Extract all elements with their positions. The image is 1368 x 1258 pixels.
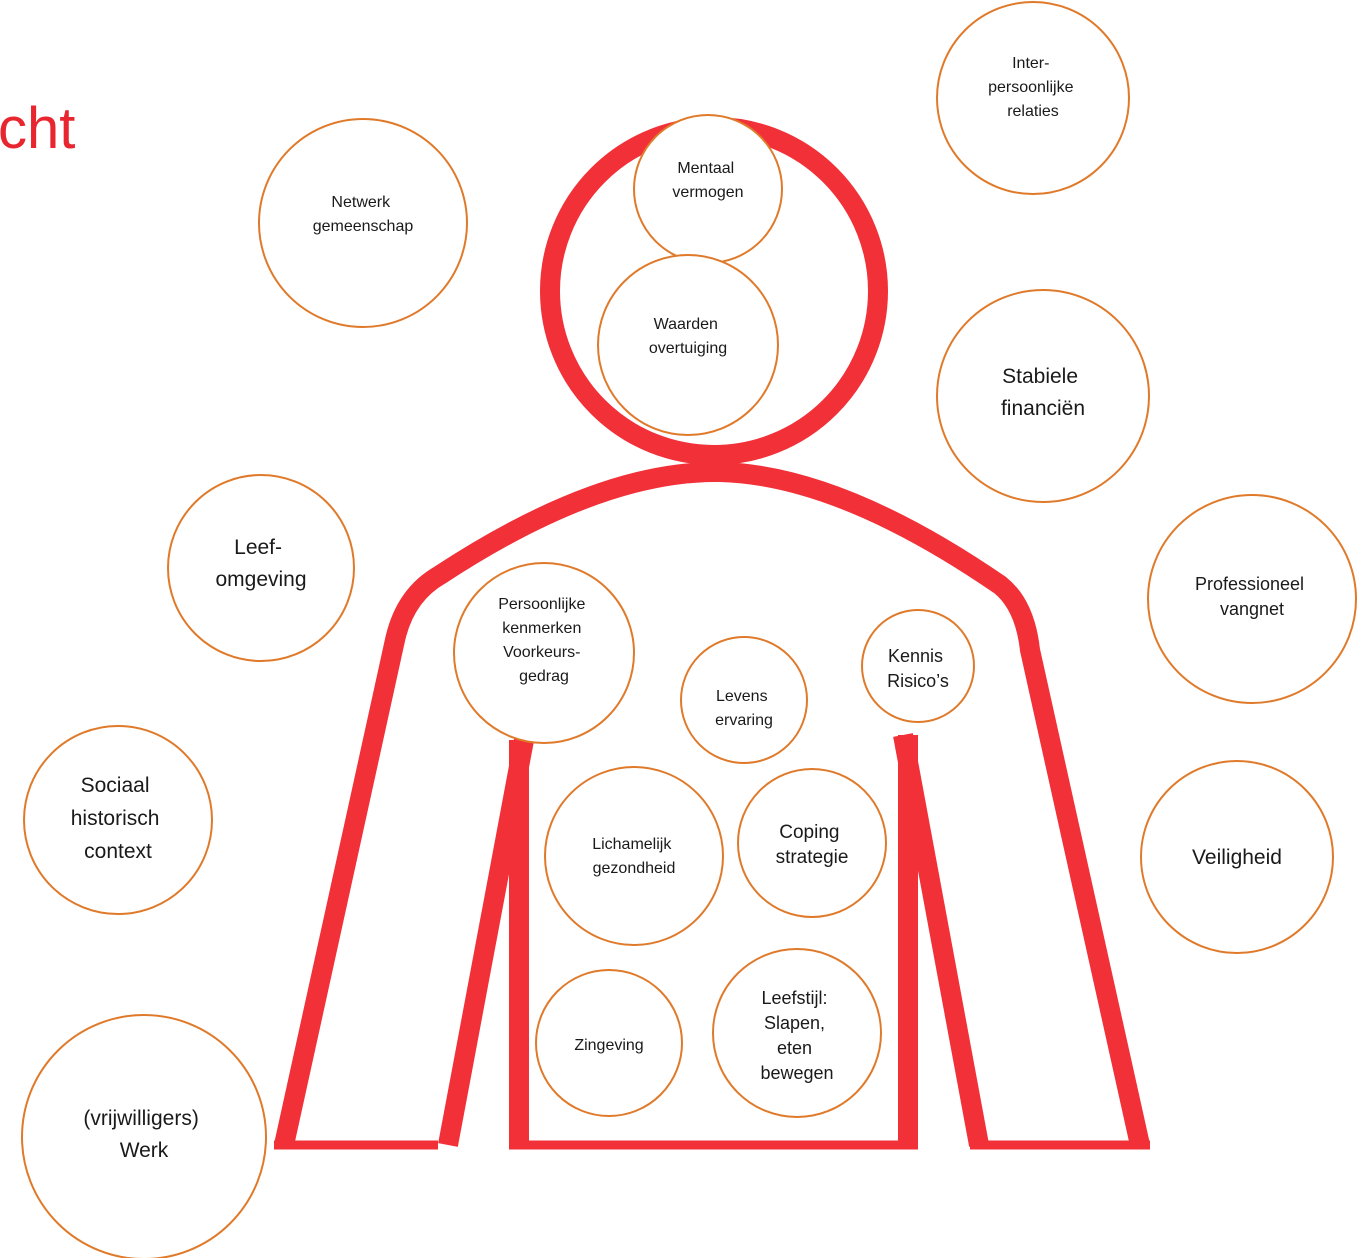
bubble-label: Lichamelijk gezondheid: [592, 836, 676, 877]
right-sleeve-inner: [893, 733, 989, 1147]
mental-capacity-bubble: Mentaal vermogen: [633, 114, 783, 264]
professional-safety-net-bubble: Professioneel vangnet: [1147, 494, 1357, 704]
bubble-label: Levens ervaring: [715, 688, 773, 729]
personal-traits-bubble: Persoonlijke kenmerken Voorkeurs- gedrag: [453, 562, 635, 744]
bubble-label: Professioneel vangnet: [1195, 574, 1309, 619]
bubble-label: (vrijwilligers) Werk: [83, 1107, 204, 1162]
safety-bubble: Veiligheid: [1140, 760, 1334, 954]
bubble-label: Kennis Risico’s: [887, 646, 949, 691]
person-outline: [274, 117, 1150, 1150]
stable-finances-bubble: Stabiele financiën: [936, 289, 1150, 503]
living-environment-bubble: Leef- omgeving: [167, 474, 355, 662]
life-experience-bubble: Levens ervaring: [680, 636, 808, 764]
body-outline: [274, 461, 1150, 1148]
bubble-label: Mentaal vermogen: [672, 160, 743, 201]
bubble-label: Inter- persoonlijke relaties: [988, 55, 1078, 120]
physical-health-bubble: Lichamelijk gezondheid: [544, 766, 724, 946]
bubble-label: Coping strategie: [776, 822, 849, 868]
bubble-label: Persoonlijke kenmerken Voorkeurs- gedrag: [498, 596, 590, 685]
bubble-label: Sociaal historisch context: [71, 774, 166, 863]
bubble-label: Leef- omgeving: [215, 536, 306, 591]
social-historical-context-bubble: Sociaal historisch context: [23, 725, 213, 915]
factor-bubbles: Inter- persoonlijke relaties Netwerk gem…: [21, 1, 1357, 1258]
meaning-bubble: Zingeving: [535, 969, 683, 1117]
coping-strategy-bubble: Coping strategie: [737, 768, 887, 918]
bubble-label: Waarden overtuiging: [649, 316, 727, 357]
network-community-bubble: Netwerk gemeenschap: [258, 118, 468, 328]
interpersonal-relations-bubble: Inter- persoonlijke relaties: [936, 1, 1130, 195]
knowledge-risks-bubble: Kennis Risico’s: [861, 609, 975, 723]
volunteer-work-bubble: (vrijwilligers) Werk: [21, 1014, 267, 1258]
bubble-label: Veiligheid: [1192, 846, 1282, 869]
lifestyle-bubble: Leefstijl: Slapen, eten bewegen: [712, 948, 882, 1118]
bubble-label: Netwerk gemeenschap: [313, 194, 414, 235]
bubble-label: Zingeving: [574, 1037, 643, 1054]
values-beliefs-bubble: Waarden overtuiging: [597, 254, 779, 436]
title-fragment: cht: [0, 96, 75, 161]
bubble-label: Leefstijl: Slapen, eten bewegen: [760, 988, 833, 1083]
bubble-label: Stabiele financiën: [1001, 365, 1085, 420]
